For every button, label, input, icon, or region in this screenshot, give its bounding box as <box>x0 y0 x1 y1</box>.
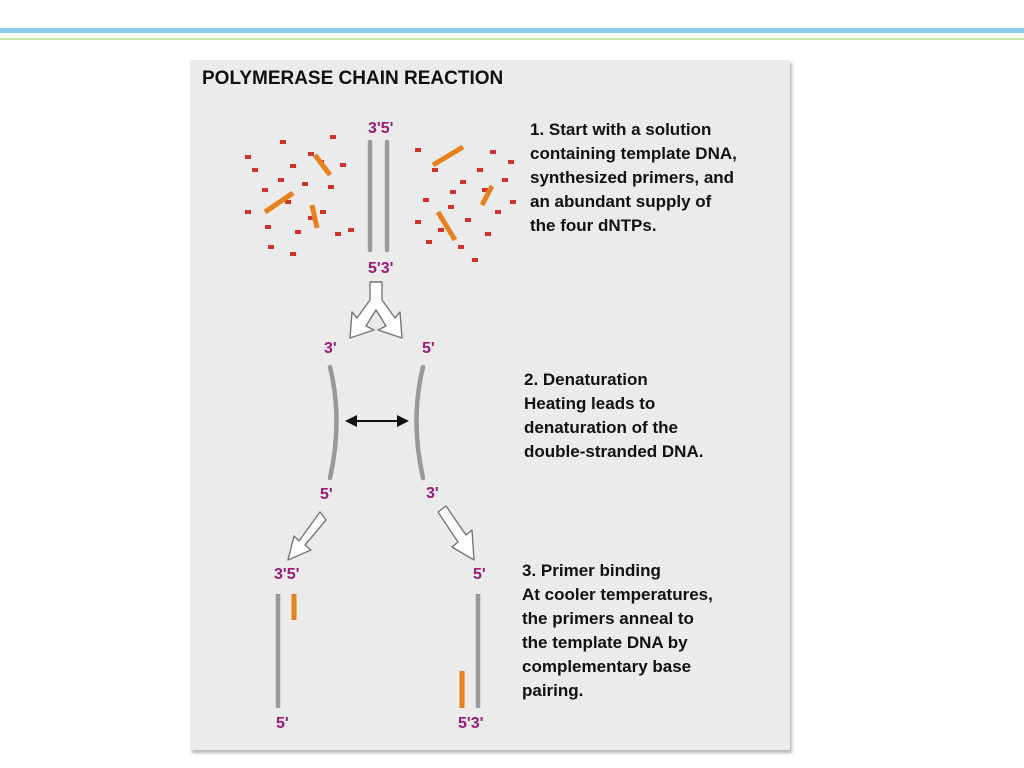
dntp <box>308 152 314 156</box>
dntp <box>280 140 286 144</box>
dntp <box>285 200 291 204</box>
end-label: 5' <box>276 715 289 732</box>
dntp <box>465 218 471 222</box>
dntp <box>278 178 284 182</box>
primer <box>309 204 320 229</box>
header-rule-blue <box>0 28 1024 33</box>
dntp <box>245 155 251 159</box>
dntp <box>458 245 464 249</box>
end-label: 5' <box>422 340 435 357</box>
dntp <box>320 210 326 214</box>
primer <box>263 190 295 215</box>
primer <box>431 144 465 168</box>
end-label: 3'5' <box>368 120 394 137</box>
dntp <box>448 205 454 209</box>
step-1-text: 1. Start with a solution containing temp… <box>530 120 737 235</box>
dntp <box>460 180 466 184</box>
pcr-figure-panel: POLYMERASE CHAIN REACTION <box>190 60 790 750</box>
dntp <box>510 200 516 204</box>
double-arrow-icon <box>345 415 409 427</box>
dntp <box>348 228 354 232</box>
dntp <box>482 188 488 192</box>
header-rule-green <box>0 38 1024 40</box>
dntp <box>485 232 491 236</box>
dntp <box>328 185 334 189</box>
dntp <box>450 190 456 194</box>
dntp <box>495 210 501 214</box>
dntp <box>477 168 483 172</box>
annealed-strands <box>275 594 481 708</box>
dntp <box>295 230 301 234</box>
dntp <box>502 178 508 182</box>
dntp <box>423 198 429 202</box>
dntp <box>290 252 296 256</box>
end-label: 5'3' <box>368 260 394 277</box>
end-label: 3' <box>426 485 439 502</box>
split-arrow-icon <box>349 281 403 339</box>
dntp <box>508 160 514 164</box>
step-2-text: 2. Denaturation Heating leads to denatur… <box>524 370 704 461</box>
dntp <box>340 163 346 167</box>
end-label: 3'5' <box>274 566 300 583</box>
end-label: 3' <box>324 340 337 357</box>
dntp <box>438 228 444 232</box>
dntp-cluster <box>245 135 516 262</box>
denatured-strands <box>327 364 426 481</box>
figure-title: POLYMERASE CHAIN REACTION <box>202 68 504 89</box>
dntp <box>268 245 274 249</box>
dntp <box>472 258 478 262</box>
end-label: 5' <box>320 486 333 503</box>
dntp <box>415 148 421 152</box>
dntp <box>330 135 336 139</box>
pcr-diagram <box>245 135 516 708</box>
dntp <box>308 216 314 220</box>
dntp <box>432 168 438 172</box>
end-label: 5'3' <box>458 715 484 732</box>
primer <box>313 153 332 177</box>
primer <box>479 184 495 207</box>
arrow-down-left-icon <box>287 511 327 561</box>
dntp <box>265 225 271 229</box>
dntp <box>245 210 251 214</box>
dntp <box>335 232 341 236</box>
arrow-down-right-icon <box>437 505 475 561</box>
template-dna-double <box>367 139 390 253</box>
end-label: 5' <box>473 566 486 583</box>
dntp <box>415 220 421 224</box>
dntp <box>302 182 308 186</box>
dntp <box>290 164 296 168</box>
dntp <box>252 168 258 172</box>
step-3-text: 3. Primer binding At cooler temperatures… <box>522 561 713 700</box>
primer <box>435 210 458 242</box>
dntp <box>490 150 496 154</box>
dntp <box>262 188 268 192</box>
single-strand-right <box>414 364 426 481</box>
dntp <box>426 240 432 244</box>
primer-cluster <box>263 144 495 242</box>
single-strand-left <box>327 364 339 481</box>
